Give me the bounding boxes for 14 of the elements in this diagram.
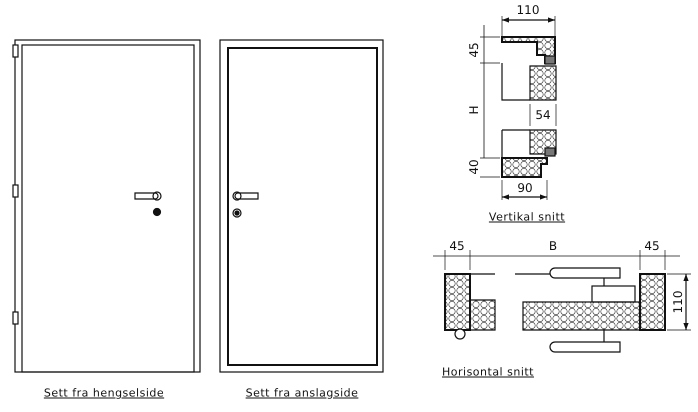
dimension-value: 40 xyxy=(468,159,480,175)
view-caption: Sett fra anslagside xyxy=(246,388,358,398)
dimension-value: 45 xyxy=(449,240,465,252)
dimension-value: B xyxy=(548,240,558,252)
dimension-value: 110 xyxy=(672,290,684,314)
view-caption: Sett fra hengselside xyxy=(44,388,164,398)
dimension-value: 45 xyxy=(468,42,480,58)
view-caption: Horisontal snitt xyxy=(442,366,534,378)
dimension-value: 90 xyxy=(517,182,533,194)
dimension-value: H xyxy=(468,105,480,115)
view-caption: Vertikal snitt xyxy=(488,212,566,222)
dimension-value: 45 xyxy=(644,240,660,252)
dimension-value: 54 xyxy=(535,109,551,121)
dimension-value: 110 xyxy=(516,4,540,16)
